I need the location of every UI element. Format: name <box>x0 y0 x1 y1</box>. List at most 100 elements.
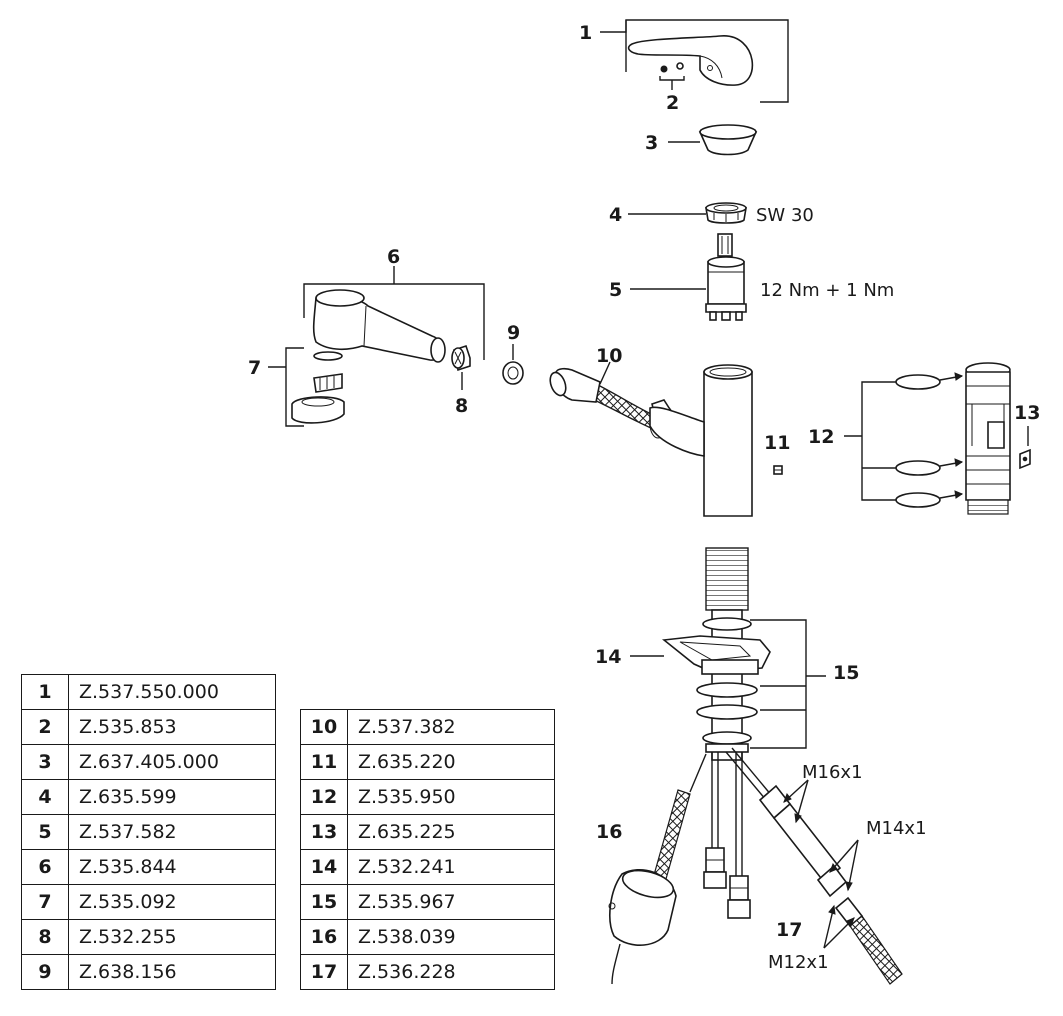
part-code: Z.635.220 <box>347 744 555 780</box>
part-code: Z.635.225 <box>347 814 555 850</box>
thread-m14-note: M14x1 <box>866 818 927 839</box>
part-number: 1 <box>21 674 69 710</box>
callout-5: 5 <box>609 279 622 301</box>
callout-11: 11 <box>764 432 790 454</box>
part-number: 4 <box>21 779 69 815</box>
callout-7: 7 <box>248 357 261 379</box>
part-number: 16 <box>300 919 348 955</box>
callout-1: 1 <box>579 22 592 44</box>
washer <box>502 361 524 385</box>
lock-nut <box>705 202 747 224</box>
bracket-12 <box>844 381 896 501</box>
part-code: Z.538.039 <box>347 919 555 955</box>
bracket-1 <box>600 19 789 103</box>
arrows-12 <box>939 372 964 499</box>
part-code: Z.537.382 <box>347 709 555 745</box>
part-number: 5 <box>21 814 69 850</box>
part-code: Z.535.967 <box>347 884 555 920</box>
part-code: Z.535.092 <box>68 884 276 920</box>
callout-15: 15 <box>833 662 859 684</box>
mounting-plate <box>661 635 771 675</box>
hose-weight <box>608 753 707 985</box>
grub-screws <box>660 62 684 73</box>
callout-2: 2 <box>666 92 679 114</box>
callout-10: 10 <box>596 345 622 367</box>
callout-13: 13 <box>1014 402 1040 424</box>
part-code: Z.536.228 <box>347 954 555 990</box>
tap-body <box>649 364 753 517</box>
washer-set <box>696 617 758 753</box>
arrows-thread-labels <box>783 779 859 949</box>
callout-4: 4 <box>609 204 622 226</box>
callout-14: 14 <box>595 646 621 668</box>
valve-sleeve <box>965 362 1011 515</box>
wrench-size-note: SW 30 <box>756 205 814 226</box>
callout-12: 12 <box>808 426 834 448</box>
part-code: Z.535.950 <box>347 779 555 815</box>
callout-17: 17 <box>776 919 802 941</box>
cover-ring <box>698 124 758 156</box>
bracket-2 <box>659 76 685 90</box>
callout-6: 6 <box>387 246 400 268</box>
part-number: 3 <box>21 744 69 780</box>
part-code: Z.535.844 <box>68 849 276 885</box>
callout-9: 9 <box>507 322 520 344</box>
bracket-7 <box>285 347 304 427</box>
o-ring-set <box>895 374 941 508</box>
part-number: 13 <box>300 814 348 850</box>
part-code: Z.638.156 <box>68 954 276 990</box>
part-number: 7 <box>21 884 69 920</box>
part-number: 15 <box>300 884 348 920</box>
callout-16: 16 <box>596 821 622 843</box>
part-number: 17 <box>300 954 348 990</box>
torque-note: 12 Nm + 1 Nm <box>760 280 894 301</box>
part-code: Z.532.241 <box>347 849 555 885</box>
supply-tubes <box>703 752 751 919</box>
thread-m12-note: M12x1 <box>768 952 829 973</box>
set-screw <box>773 465 783 475</box>
bracket-15 <box>750 619 826 749</box>
part-number: 6 <box>21 849 69 885</box>
mixing-cartridge <box>705 233 747 321</box>
part-code: Z.635.599 <box>68 779 276 815</box>
callout-8: 8 <box>455 395 468 417</box>
part-code: Z.637.405.000 <box>68 744 276 780</box>
retaining-clip <box>1019 448 1031 470</box>
callout-3: 3 <box>645 132 658 154</box>
connection-hose <box>725 747 903 985</box>
pull-out-hose <box>549 367 667 439</box>
aerator-set <box>291 351 345 424</box>
thread-m16-note: M16x1 <box>802 762 863 783</box>
part-code: Z.535.853 <box>68 709 276 745</box>
part-number: 9 <box>21 954 69 990</box>
part-number: 11 <box>300 744 348 780</box>
part-number: 2 <box>21 709 69 745</box>
part-number: 14 <box>300 849 348 885</box>
part-number: 8 <box>21 919 69 955</box>
pull-out-spray-head <box>312 289 446 363</box>
handle-lever <box>627 35 754 86</box>
part-number: 10 <box>300 709 348 745</box>
part-code: Z.537.550.000 <box>68 674 276 710</box>
part-code: Z.532.255 <box>68 919 276 955</box>
